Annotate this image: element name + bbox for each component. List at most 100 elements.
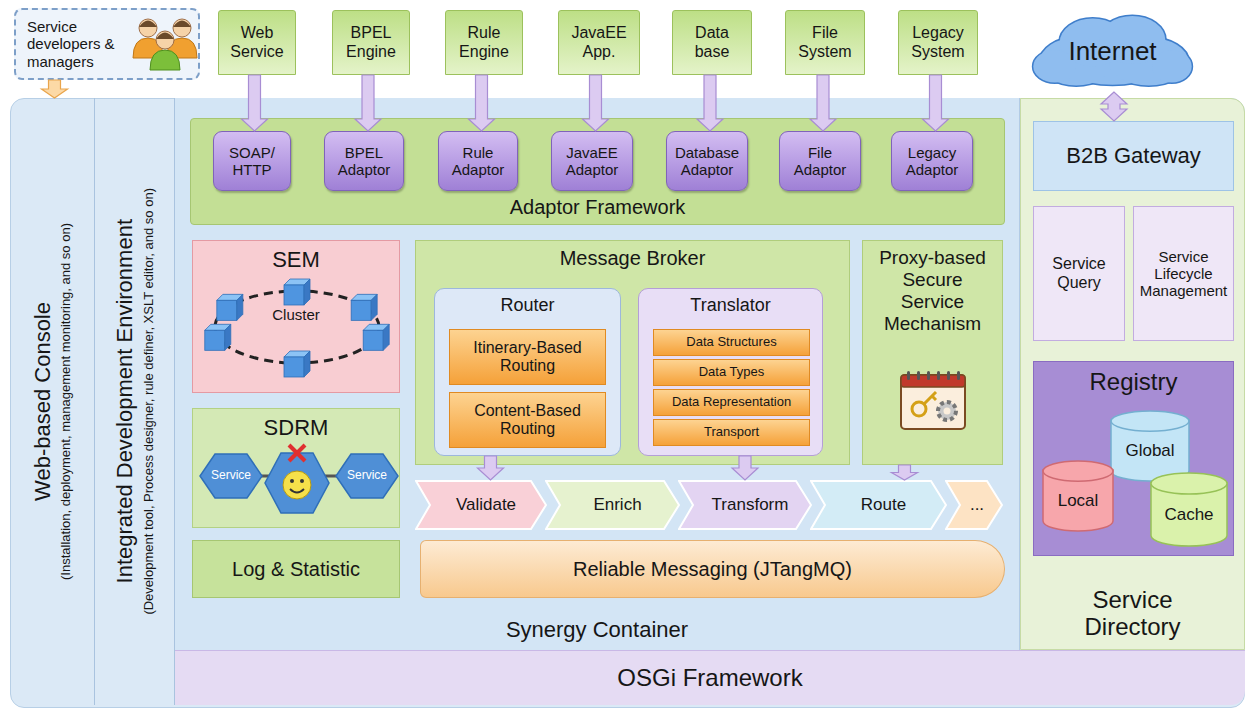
system-tab-text: BPEL Engine [333, 24, 409, 61]
sdrm-box-text: SDRM [261, 415, 332, 440]
block-arrow [469, 75, 495, 131]
block-arrow [583, 75, 609, 131]
pipeline-chevron-text: Validate [453, 495, 519, 515]
translation-item: Data Structures [653, 329, 810, 356]
block-arrow [42, 80, 68, 98]
framework-band-text: Adaptor Framework [507, 196, 689, 219]
store-cylinder-text: Cache [1161, 505, 1216, 525]
system-tab-text: Legacy System [899, 24, 977, 61]
system-tab-text: Data base [673, 24, 751, 61]
routing-item-text: Itinerary-Based Routing [450, 339, 605, 376]
internet-cloud: Internet [1030, 12, 1195, 92]
sem-box: SEM Cluster [192, 240, 400, 393]
sem-box-text: SEM [269, 247, 323, 272]
translation-item: Transport [653, 419, 810, 446]
adaptor-box: SOAP/ HTTP [213, 131, 291, 191]
adaptor-box-text: Database Adaptor [667, 144, 747, 179]
broker-box-text: Message Broker [557, 247, 709, 270]
gateway-box: B2B Gateway [1033, 121, 1234, 191]
actor-box: Service developers & managers [14, 8, 200, 80]
store-cylinder: Global [1110, 410, 1190, 482]
internet-cloud-text: Internet [1065, 37, 1159, 67]
adaptor-box-text: Rule Adaptor [439, 144, 517, 179]
routing-item: Content-Based Routing [449, 392, 606, 448]
service-hexagon-text: Service [208, 469, 254, 483]
pipeline-chevron: ... [945, 480, 1003, 530]
system-tab: Web Service [218, 10, 296, 75]
pipeline-chevron: Route [810, 480, 947, 530]
gateway-box-text: B2B Gateway [1063, 143, 1204, 168]
block-arrow [732, 456, 758, 480]
pipeline-chevron-text: ... [967, 495, 987, 515]
block-arrow [810, 75, 836, 131]
block-arrow [1101, 92, 1127, 121]
block-arrow [923, 75, 949, 131]
block-arrow [355, 75, 381, 131]
container-region-text: Synergy Container [503, 617, 691, 642]
messaging-pipe-text: Reliable Messaging (JTangMQ) [570, 558, 855, 581]
proxy-box-text: Proxy-based Secure Service Mechanism [867, 247, 998, 334]
adaptor-box-text: JavaEE Adaptor [552, 144, 632, 179]
pipeline-chevron: Validate [415, 480, 547, 530]
translation-item-text: Data Structures [683, 335, 779, 350]
system-tab: Data base [672, 10, 752, 75]
system-tab: File System [785, 10, 865, 75]
console-strip-text: (Installation, deployment, management mo… [59, 220, 74, 583]
adaptor-box: BPEL Adaptor [324, 131, 404, 191]
adaptor-box-text: BPEL Adaptor [325, 144, 403, 179]
ide-strip: Integrated Development Environment (Devel… [95, 98, 175, 705]
ide-strip-text: Integrated Development Environment [112, 216, 137, 586]
translator-box: TranslatorData StructuresData TypesData … [638, 288, 823, 456]
console-strip: Web-based Console (Installation, deployme… [10, 98, 95, 705]
query-box-text: Service Query [1034, 255, 1124, 292]
log-box-text: Log & Statistic [229, 558, 363, 581]
pipeline-chevron-text: Route [858, 495, 909, 515]
pipeline-chevron-text: Transform [709, 495, 792, 515]
translator-box-text: Translator [687, 295, 773, 316]
pipeline-chevron: Enrich [545, 480, 680, 530]
messaging-pipe: Reliable Messaging (JTangMQ) [420, 540, 1005, 598]
sdrm-box: SDRM Service Service [192, 408, 400, 528]
console-strip-text: Web-based Console [30, 299, 55, 504]
routing-item-text: Content-Based Routing [450, 402, 605, 439]
block-arrow [478, 456, 504, 480]
system-tab-text: Rule Engine [446, 24, 522, 61]
store-cylinder: Local [1042, 460, 1114, 532]
directory-region: Service Directory B2B GatewayService Quer… [1020, 98, 1245, 650]
osgi-band-text: OSGi Framework [614, 664, 805, 692]
log-box: Log & Statistic [192, 540, 400, 598]
store-cylinder-text: Global [1122, 441, 1177, 461]
query-box: Service Query [1033, 206, 1125, 341]
system-tab: Legacy System [898, 10, 978, 75]
actor-box-text: Service developers & managers [24, 18, 134, 70]
pipeline-chevron: Transform [678, 480, 812, 530]
adaptor-box-text: File Adaptor [780, 144, 860, 179]
service-hexagon-text: Service [344, 469, 390, 483]
store-cylinder: Cache [1150, 472, 1228, 547]
block-arrow [242, 75, 268, 131]
adaptor-box: Rule Adaptor [438, 131, 518, 191]
broker-box: Message BrokerRouterItinerary-Based Rout… [415, 240, 850, 465]
adaptor-box: Database Adaptor [666, 131, 748, 191]
directory-region-text: Service Directory [1055, 586, 1211, 641]
ide-strip-text: (Development tool, Process designer, rul… [142, 185, 157, 618]
system-tab: JavaEE App. [558, 10, 640, 75]
system-tab-text: File System [786, 24, 864, 61]
service-hexagon: Service [199, 453, 263, 499]
system-tab-text: JavaEE App. [559, 24, 639, 61]
lifecycle-box-text: Service Lifecycle Management [1134, 248, 1233, 300]
router-box-text: Router [497, 295, 557, 316]
sem-box-text: Cluster [269, 306, 323, 323]
registry-box-text: Registry [1086, 368, 1180, 396]
service-hexagon: Service [335, 453, 399, 499]
adaptor-box: Legacy Adaptor [891, 131, 973, 191]
adaptor-box-text: Legacy Adaptor [892, 144, 972, 179]
translation-item: Data Types [653, 359, 810, 386]
routing-item: Itinerary-Based Routing [449, 329, 606, 385]
translation-item-text: Data Types [696, 365, 768, 380]
adaptor-box: File Adaptor [779, 131, 861, 191]
store-cylinder-text: Local [1055, 491, 1102, 511]
system-tab-text: Web Service [219, 24, 295, 61]
